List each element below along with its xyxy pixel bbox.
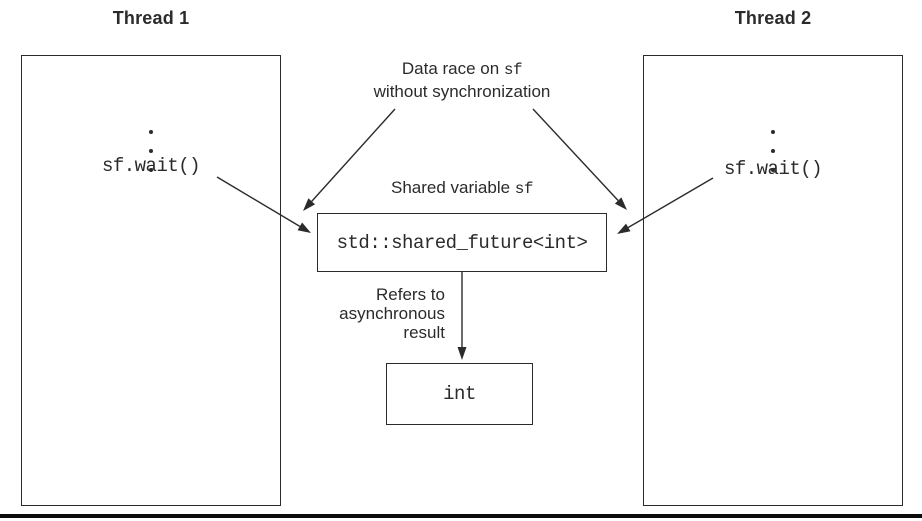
int-box: int <box>386 363 533 425</box>
thread1-ellipsis-dots <box>22 130 280 172</box>
thread2-box: sf.wait() <box>643 55 903 506</box>
thread2-ellipsis-dots <box>644 130 902 172</box>
shared-variable-label: Shared variable sf <box>312 177 612 200</box>
shared-future-box: std::shared_future<int> <box>317 213 607 272</box>
ellipsis-dot <box>149 168 153 172</box>
ellipsis-dot <box>149 149 153 153</box>
arrow-refers-head <box>457 347 467 360</box>
ellipsis-dot <box>771 130 775 134</box>
bottom-rule <box>0 514 922 518</box>
thread1-title: Thread 1 <box>112 8 190 28</box>
refers-line3: result <box>403 323 445 342</box>
arrow-thread1-wait-head <box>297 222 311 233</box>
arrow-thread2-wait-head <box>617 223 631 234</box>
int-box-code: int <box>443 383 476 405</box>
data-race-label: Data race on sf without synchronization <box>312 58 612 102</box>
thread2-title: Thread 2 <box>734 8 812 28</box>
thread2-wait-call: sf.wait() <box>723 158 823 180</box>
data-race-line1-text: Data race on <box>401 59 504 78</box>
shared-future-code: std::shared_future<int> <box>336 231 588 254</box>
ellipsis-dot <box>149 130 153 134</box>
data-race-line2: without synchronization <box>373 82 551 101</box>
refers-line1: Refers to <box>376 285 445 304</box>
arrow-data-race-left-head <box>303 198 315 211</box>
arrow-data-race-right-head <box>614 197 627 210</box>
shared-variable-label-code: sf <box>514 180 534 198</box>
data-race-line1-code: sf <box>503 61 523 79</box>
thread1-wait-call: sf.wait() <box>101 155 201 177</box>
ellipsis-dot <box>771 149 775 153</box>
refers-line2: asynchronous <box>339 304 445 323</box>
thread1-box: sf.wait() <box>21 55 281 506</box>
shared-variable-label-text: Shared variable <box>390 178 515 197</box>
refers-to-label: Refers to asynchronous result <box>290 285 445 342</box>
ellipsis-dot <box>771 168 775 172</box>
data-race-line1: Data race on sf <box>312 58 612 81</box>
